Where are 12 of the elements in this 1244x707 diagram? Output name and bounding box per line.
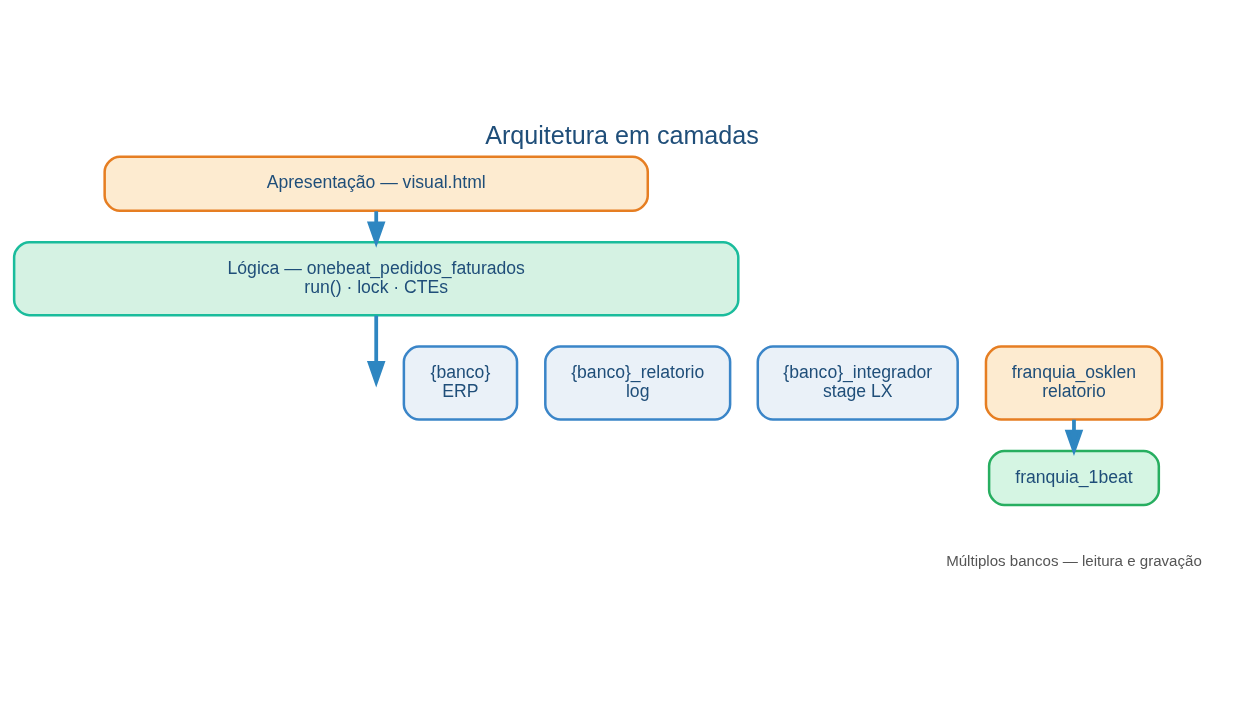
node-box: {banco}_relatorio log xyxy=(544,345,732,421)
node-box: Lógica — onebeat_pedidos_faturados run() · lock · CTEs xyxy=(12,241,740,317)
arrow xyxy=(366,211,386,248)
arrow xyxy=(1064,419,1084,457)
node-box: {banco}_integrador stage LX xyxy=(756,345,959,421)
diagram-title: Arquitetura em camadas xyxy=(485,121,759,150)
node-box: Apresentação — visual.html xyxy=(103,155,650,213)
node-box: franquia_osklen relatorio xyxy=(984,345,1164,421)
caption: Múltiplos bancos — leitura e gravação xyxy=(946,552,1202,570)
node-box: franquia_1beat xyxy=(987,449,1161,507)
node-box: {banco} ERP xyxy=(402,345,519,421)
arrow xyxy=(366,315,386,388)
